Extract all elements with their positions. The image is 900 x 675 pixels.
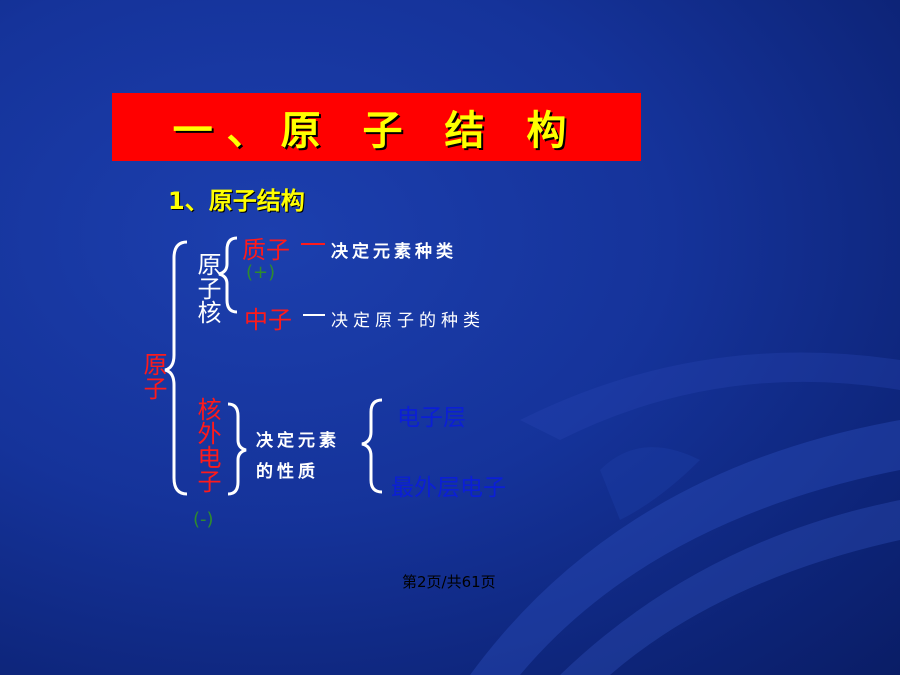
electron-layer-label: 电子层 — [397, 405, 466, 431]
electron-brace — [227, 402, 247, 496]
proton-label: 质子 — [242, 236, 290, 264]
nucleus-label: 原子核 — [193, 252, 221, 324]
outer-electrons-label: 最外层电子 — [391, 475, 506, 501]
proton-description: 决定元素种类 — [331, 242, 457, 262]
property-brace — [361, 398, 383, 494]
page-title: 一、原 子 结 构 — [172, 107, 581, 154]
electron-description-line1: 决定元素 — [256, 431, 340, 451]
root-brace — [164, 240, 188, 496]
section-subtitle: 1、原子结构 — [168, 187, 305, 215]
electron-description-line2: 的性质 — [256, 462, 319, 482]
proton-charge: (+) — [246, 262, 276, 283]
neutron-label: 中子 — [244, 306, 292, 334]
electron-charge: (-) — [193, 509, 214, 530]
electrons-label: 核外电子 — [193, 397, 221, 493]
title-banner: 一、原 子 结 构 — [112, 93, 641, 161]
neutron-description: 决定原子的种类 — [331, 311, 485, 331]
page-counter: 第2页/共61页 — [402, 573, 496, 591]
atom-label: 原子 — [139, 352, 167, 400]
nucleus-brace — [218, 236, 238, 314]
